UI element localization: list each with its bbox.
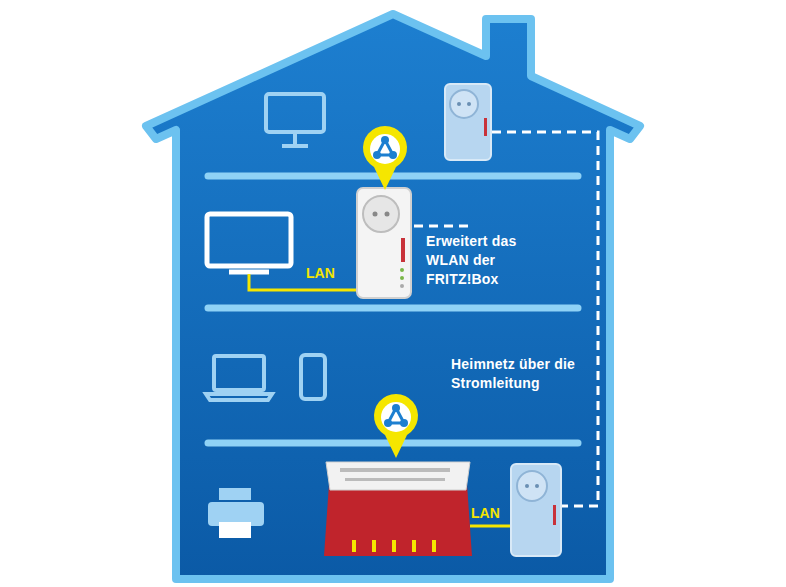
tv-icon bbox=[207, 214, 291, 272]
mesh-pin bbox=[374, 394, 418, 458]
lan-label: LAN bbox=[471, 505, 500, 521]
router bbox=[324, 462, 472, 556]
monitor-icon bbox=[266, 94, 324, 146]
lan-cables bbox=[249, 274, 511, 526]
powerline-adapter bbox=[445, 84, 491, 160]
house-outline bbox=[146, 14, 640, 579]
printer-icon bbox=[208, 488, 264, 538]
note-text: Heimnetz über die Stromleitung bbox=[451, 355, 591, 393]
lan-label: LAN bbox=[306, 265, 335, 281]
note-text: Erweitert das WLAN der FRITZ!Box bbox=[426, 232, 544, 289]
phone-icon bbox=[301, 355, 325, 399]
floor-bars bbox=[208, 176, 578, 443]
powerline-adapter bbox=[511, 464, 561, 556]
mesh-pin bbox=[363, 126, 407, 190]
wlan-adapter bbox=[357, 188, 411, 298]
powerline-dashes bbox=[414, 132, 598, 506]
laptop-icon bbox=[206, 356, 272, 400]
